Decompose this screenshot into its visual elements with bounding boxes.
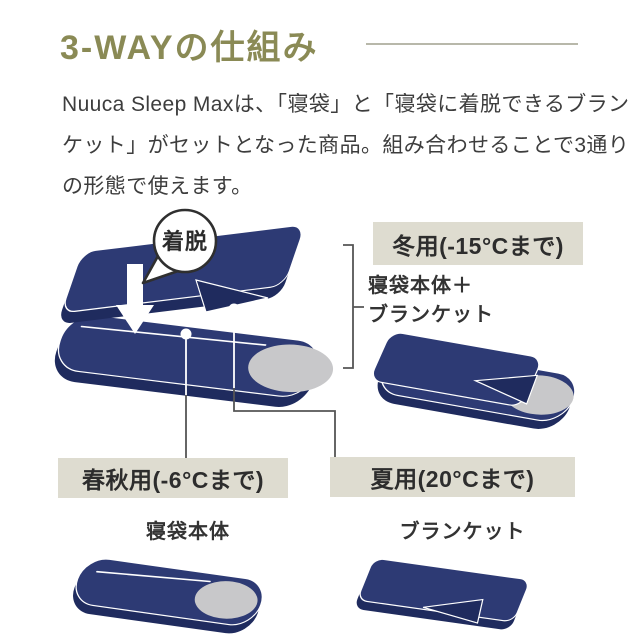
spring-bag-illustration [73,558,263,634]
badge-winter: 冬用(-15°Cまで) [373,222,583,265]
spring-seam-line [96,570,211,583]
winter-caption-line-2: ブランケット [368,304,494,326]
winter-caption-line-1: 寝袋本体＋ [368,275,473,297]
intro-line-2: ケット」がセットとなった商品。組み合わせることで3通り [62,134,630,157]
winter-caption: 寝袋本体＋ ブランケット [368,272,494,330]
summer-blanket-illustration [356,558,528,630]
bag-pillow-shape [248,344,334,393]
callout-dot-bag [180,328,192,340]
detach-arrow-icon [116,264,154,334]
badge-spring-autumn: 春秋用(-6°Cまで) [58,458,288,498]
callout-dot-blanket [228,303,240,315]
title-rule [366,43,578,45]
bubble-circle [152,208,218,274]
summer-fold-corner [422,598,484,624]
intro-line-3: の形態で使えます。 [62,175,253,198]
winter-illustration [372,332,576,429]
sleeping-bag-main-illustration [54,314,334,407]
intro-line-1: Nuuca Sleep Maxは、「寝袋」と「寝袋に着脱できるブラン [62,93,630,116]
detach-bubble: 着脱 [141,208,218,285]
callout-line-summer-lower [233,388,336,457]
summer-caption: ブランケット [399,521,526,543]
winter-fold-corner [473,374,539,405]
intro-paragraph: Nuuca Sleep Maxは、「寝袋」と「寝袋に着脱できるブラン ケット」が… [62,84,630,207]
badge-summer: 夏用(20°Cまで) [330,457,575,497]
winter-bracket [343,244,364,369]
spring-autumn-caption: 寝袋本体 [146,521,230,543]
page-title: 3-WAYの仕組み [60,29,319,67]
bubble-label: 着脱 [161,229,208,254]
spring-pillow [194,581,258,619]
